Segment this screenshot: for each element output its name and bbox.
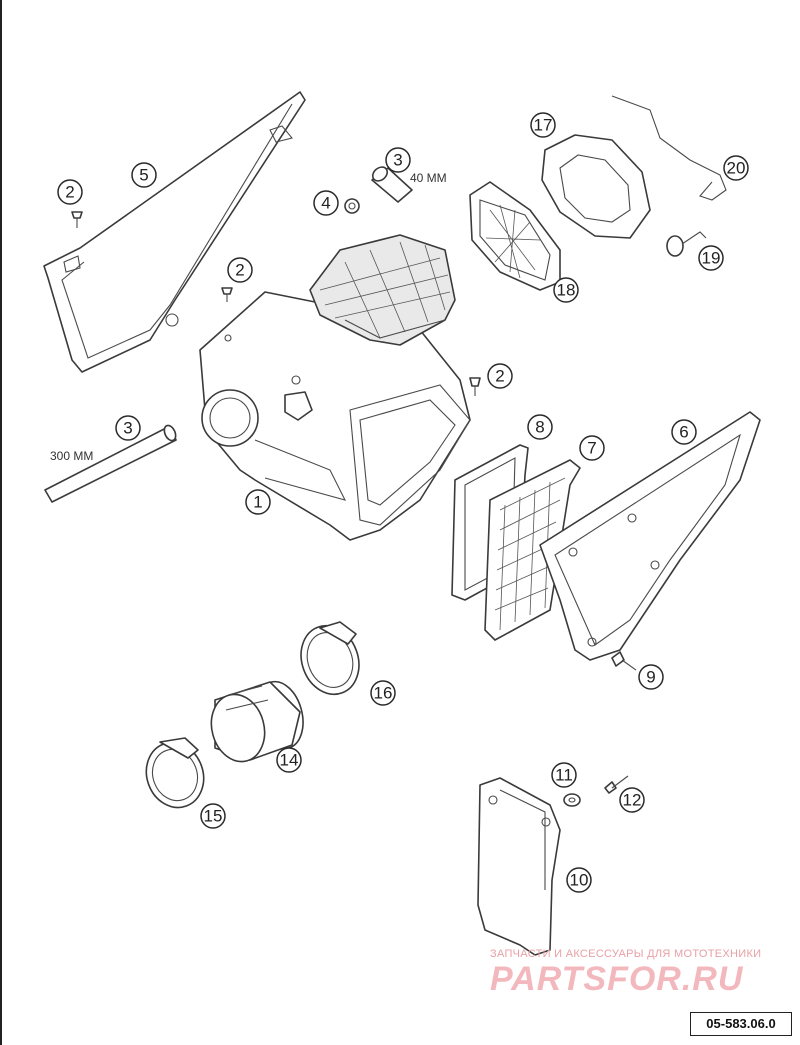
svg-text:10: 10 — [570, 871, 589, 890]
hose-clamp-large — [300, 621, 360, 696]
callout-18: 18 — [553, 277, 579, 303]
callout-1: 1 — [245, 489, 271, 515]
callout-20: 20 — [723, 155, 749, 181]
callout-2-right: 2 — [487, 363, 513, 389]
callout-3-long-hose: 3 — [115, 415, 141, 441]
callout-2-middle: 2 — [227, 257, 253, 283]
frame-left-border — [0, 0, 2, 1045]
callout-16: 16 — [370, 680, 396, 706]
callout-9: 9 — [638, 664, 664, 690]
svg-text:15: 15 — [204, 807, 223, 826]
svg-text:14: 14 — [280, 751, 299, 770]
washer — [563, 793, 581, 807]
mud-flap — [477, 777, 561, 956]
callout-19: 19 — [698, 245, 724, 271]
callout-14: 14 — [276, 747, 302, 773]
callout-7: 7 — [579, 435, 605, 461]
callout-2-upper-left: 2 — [57, 179, 83, 205]
side-cover-screw — [611, 651, 637, 671]
svg-text:12: 12 — [623, 791, 642, 810]
svg-text:8: 8 — [535, 418, 544, 437]
callout-12: 12 — [619, 787, 645, 813]
callout-15: 15 — [200, 803, 226, 829]
screw-upper-left — [71, 211, 83, 228]
svg-text:18: 18 — [557, 281, 576, 300]
callout-3-short-hose: 3 — [385, 147, 411, 173]
svg-text:16: 16 — [374, 684, 393, 703]
watermark-logo: PARTSFOR.RU — [490, 960, 744, 998]
svg-text:2: 2 — [235, 261, 244, 280]
svg-text:9: 9 — [646, 668, 655, 687]
callout-4: 4 — [313, 190, 339, 216]
callout-17: 17 — [530, 112, 556, 138]
callout-6: 6 — [671, 419, 697, 445]
filter-bolt — [666, 231, 707, 257]
callout-8: 8 — [527, 414, 553, 440]
svg-text:6: 6 — [679, 423, 688, 442]
intake-boot — [210, 680, 304, 763]
hose-length-300mm: 300 MM — [50, 449, 93, 463]
svg-text:2: 2 — [495, 367, 504, 386]
svg-text:3: 3 — [123, 419, 132, 438]
svg-text:1: 1 — [253, 493, 262, 512]
nut — [344, 198, 360, 214]
svg-text:4: 4 — [321, 194, 330, 213]
svg-text:2: 2 — [65, 183, 74, 202]
short-hose — [371, 166, 413, 203]
svg-text:5: 5 — [139, 166, 148, 185]
right-side-cover — [539, 411, 761, 661]
callout-10: 10 — [566, 867, 592, 893]
screw-middle — [221, 287, 233, 302]
filter-cage — [469, 181, 561, 291]
screw-right — [469, 377, 481, 396]
air-filter-foam — [541, 134, 651, 239]
svg-text:7: 7 — [587, 439, 596, 458]
callout-5: 5 — [131, 162, 157, 188]
svg-text:11: 11 — [555, 766, 573, 785]
left-side-cover — [43, 91, 306, 373]
hose-clamp-small — [145, 737, 205, 809]
mud-flap-screw — [604, 775, 629, 794]
long-hose — [44, 424, 177, 503]
callout-11: 11 — [551, 762, 577, 788]
hose-length-40mm: 40 MM — [410, 171, 447, 185]
watermark-tagline: ЗАПЧАСТИ И АКСЕССУАРЫ ДЛЯ МОТОТЕХНИКИ — [490, 948, 762, 960]
filter-wire-clip — [611, 95, 727, 201]
svg-text:3: 3 — [393, 151, 402, 170]
svg-text:17: 17 — [534, 116, 553, 135]
svg-text:20: 20 — [727, 159, 746, 178]
drawing-number: 05-583.06.0 — [690, 1012, 792, 1036]
svg-text:19: 19 — [702, 249, 721, 268]
airbox — [199, 234, 471, 541]
